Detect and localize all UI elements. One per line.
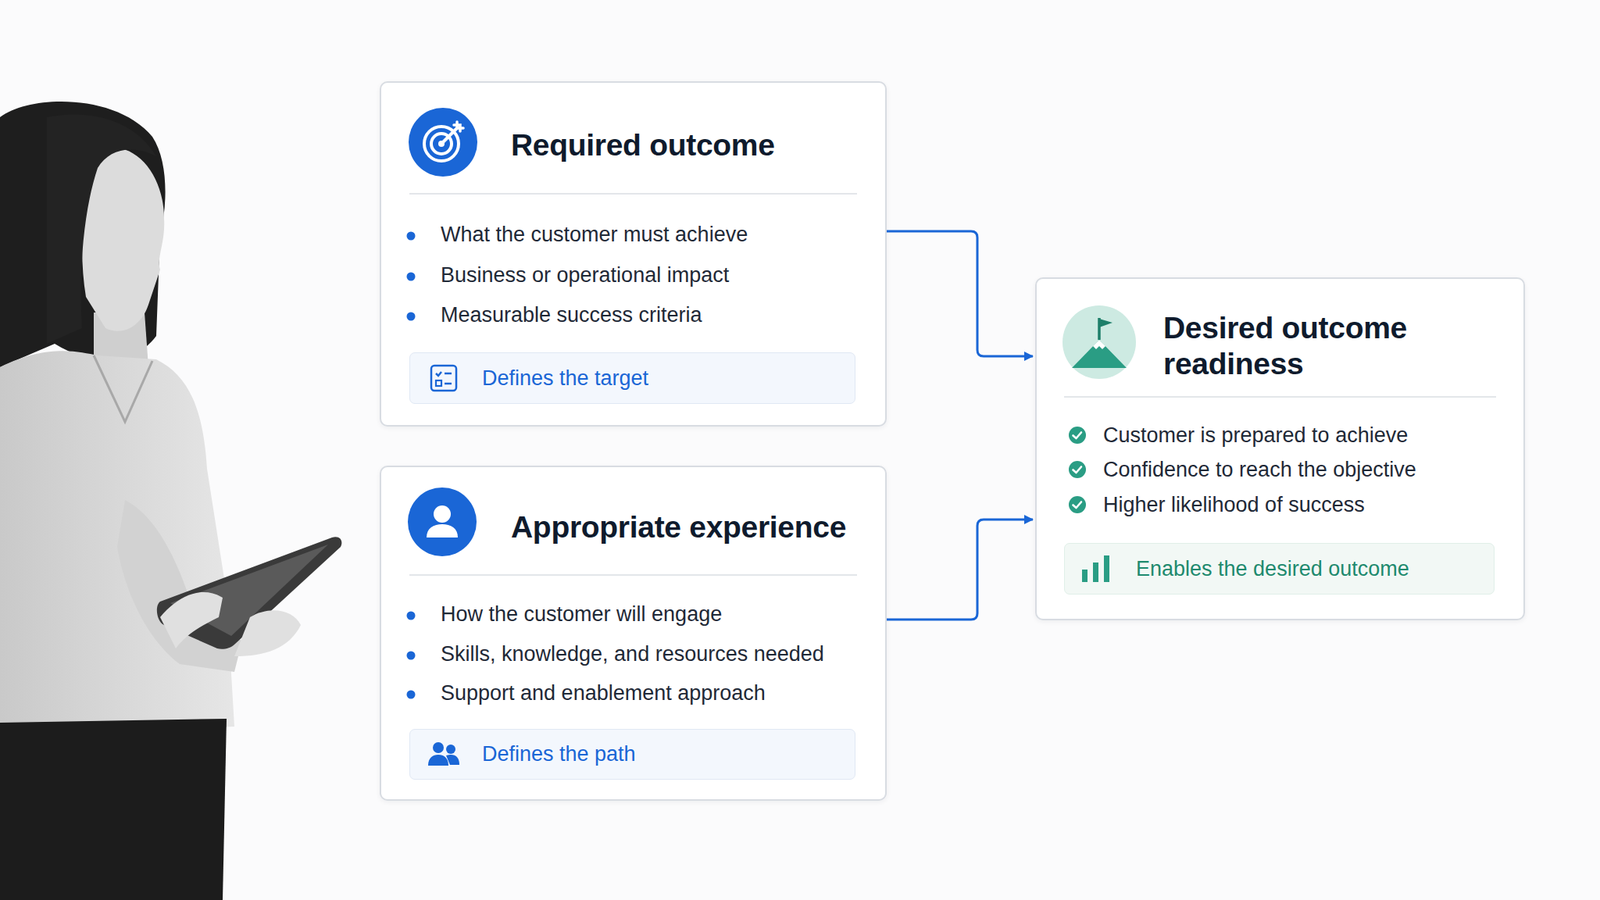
check-icon [1067, 425, 1087, 445]
check-symbol [1067, 495, 1087, 515]
info-card: Required outcomeWhat the customer must a… [379, 81, 887, 427]
people-symbol [427, 740, 461, 768]
card-title: Appropriate experience [510, 509, 871, 546]
mountain-icon [1062, 305, 1136, 379]
tagline-box: Defines the path [409, 728, 856, 780]
mountain-symbol [1062, 305, 1136, 379]
card-title: Required outcome [510, 127, 871, 164]
card-title: Desired outcome readiness [1163, 310, 1476, 383]
dot-symbol [406, 311, 416, 322]
dot-icon [406, 688, 416, 698]
person-icon [407, 487, 477, 557]
dot-icon [406, 609, 416, 619]
bullet-item: Support and enablement approach [440, 679, 766, 707]
people-icon [427, 740, 461, 768]
check-symbol [1067, 460, 1087, 479]
person-symbol [407, 487, 477, 557]
bullet-item: Measurable success criteria [440, 301, 703, 329]
check-icon [1067, 460, 1087, 479]
check-item: Customer is prepared to achieve [1103, 421, 1408, 449]
pants [0, 718, 227, 900]
dot-symbol [406, 650, 416, 661]
check-icon [1067, 495, 1087, 515]
bullet-item: Business or operational impact [440, 261, 729, 289]
check-symbol [1067, 425, 1087, 445]
dot-icon [406, 229, 416, 240]
dot-symbol [406, 610, 416, 621]
target-symbol [408, 107, 478, 177]
checklist-symbol [429, 364, 458, 393]
bars-symbol [1080, 555, 1112, 583]
dot-symbol [406, 689, 416, 700]
bullet-item: How the customer will engage [440, 600, 722, 628]
checklist-icon [429, 364, 458, 393]
connector-arrow [886, 519, 1033, 620]
hand [160, 592, 223, 649]
shirt [0, 350, 235, 735]
info-card: Desired outcome readinessCustomer is pre… [1035, 277, 1525, 621]
dot-symbol [406, 231, 416, 241]
dot-icon [406, 649, 416, 659]
hair-front [46, 114, 157, 344]
divider-line [1064, 396, 1497, 398]
check-item: Higher likelihood of success [1103, 491, 1365, 518]
connector-arrow [886, 231, 1033, 357]
dot-icon [406, 310, 416, 320]
tagline-text: Enables the desired outcome [1135, 555, 1410, 583]
tagline-box: Enables the desired outcome [1064, 542, 1495, 595]
hand [234, 610, 301, 657]
tagline-text: Defines the target [482, 364, 649, 392]
divider-line [409, 574, 858, 576]
dot-icon [406, 270, 416, 280]
bullet-item: Skills, knowledge, and resources needed [440, 640, 825, 668]
tagline-box: Defines the target [409, 352, 856, 404]
divider-line [409, 192, 858, 195]
person-illustration [0, 0, 360, 900]
bullet-item: What the customer must achieve [440, 221, 748, 248]
check-item: Confidence to reach the objective [1103, 456, 1417, 483]
info-card: Appropriate experienceHow the customer w… [379, 465, 887, 801]
tagline-text: Defines the path [482, 740, 636, 768]
bars-icon [1080, 555, 1112, 583]
collar [93, 355, 153, 422]
target-icon [408, 107, 478, 177]
dot-symbol [406, 271, 416, 282]
